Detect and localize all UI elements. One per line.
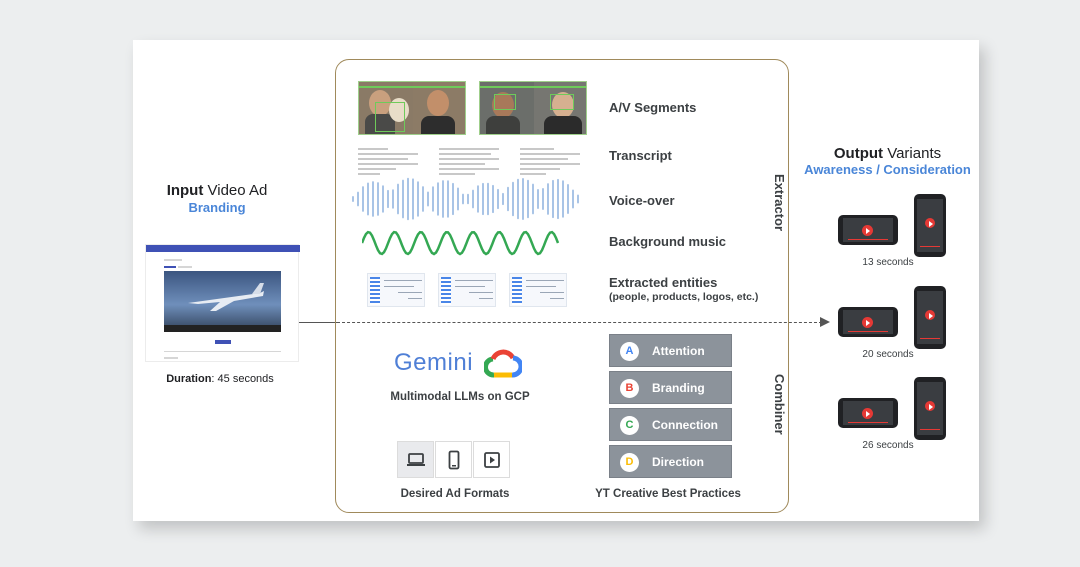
best-practice-label: Branding: [652, 381, 705, 395]
airplane-video-frame: [164, 271, 281, 332]
flow-arrow-head: [820, 317, 830, 327]
best-practice-connection: C Connection: [609, 408, 732, 441]
landscape-phone-icon: [838, 307, 898, 337]
mock-line: [164, 351, 281, 352]
best-practice-label: Connection: [652, 418, 718, 432]
phone-icon: [448, 450, 459, 469]
extractor-vertical-label: Extractor: [772, 174, 787, 232]
voice-over-label: Voice-over: [609, 193, 675, 208]
best-practice-direction: D Direction: [609, 445, 732, 478]
mock-line: [164, 357, 178, 359]
av-segments-label: A/V Segments: [609, 100, 697, 115]
av-segment-thumbnail: [479, 81, 587, 135]
output-title: Output Variants: [833, 145, 942, 162]
combiner-vertical-label: Combiner: [772, 374, 787, 435]
format-phone[interactable]: [435, 441, 472, 478]
transcript-label: Transcript: [609, 148, 672, 163]
transcript-text-block: [439, 148, 499, 178]
format-video[interactable]: [473, 441, 510, 478]
flow-arrow-line: [299, 322, 337, 323]
input-subtitle: Branding: [188, 200, 246, 215]
landscape-phone-icon: [838, 398, 898, 428]
play-square-icon: [483, 451, 500, 468]
mock-header-bar: [146, 245, 300, 252]
mock-button: [215, 340, 231, 344]
background-music-label: Background music: [609, 234, 727, 249]
transcript-text-block: [520, 148, 580, 178]
variant-duration: 20 seconds: [862, 349, 914, 360]
best-practice-letter: A: [620, 342, 639, 361]
format-laptop[interactable]: [397, 441, 434, 478]
laptop-icon: [406, 452, 425, 466]
landscape-phone-icon: [838, 215, 898, 245]
processing-panel: [335, 59, 789, 513]
variant-duration: 13 seconds: [862, 257, 914, 268]
best-practice-attention: A Attention: [609, 334, 732, 367]
google-cloud-icon: [484, 349, 522, 378]
transcript-text-block: [358, 148, 418, 178]
entity-table-thumbnail: [438, 273, 496, 307]
voice-over-waveform: [352, 177, 579, 221]
entity-table-thumbnail: [509, 273, 567, 307]
mock-line: [164, 259, 182, 261]
portrait-phone-icon: [914, 286, 946, 349]
extracted-entities-sublabel: (people, products, logos, etc.): [609, 291, 759, 303]
portrait-phone-icon: [914, 194, 946, 257]
mock-line: [178, 266, 192, 268]
entity-table-thumbnail: [367, 273, 425, 307]
input-duration: Duration: 45 seconds: [166, 373, 274, 385]
llm-caption: Multimodal LLMs on GCP: [390, 391, 530, 403]
output-subtitle: Awareness / Consideration: [804, 162, 971, 177]
portrait-phone-icon: [914, 377, 946, 440]
best-practice-branding: B Branding: [609, 371, 732, 404]
formats-caption: Desired Ad Formats: [400, 488, 510, 500]
best-practice-label: Attention: [652, 344, 705, 358]
best-practice-letter: C: [620, 416, 639, 435]
extracted-entities-label: Extracted entities: [609, 275, 718, 290]
av-segment-thumbnail: [358, 81, 466, 135]
best-practice-letter: B: [620, 379, 639, 398]
input-title: Input Video Ad: [166, 182, 268, 199]
best-practices-caption: YT Creative Best Practices: [595, 488, 741, 500]
background-music-wave: [362, 230, 560, 256]
flow-arrow-dashed-line: [337, 322, 822, 323]
best-practice-letter: D: [620, 453, 639, 472]
best-practice-label: Direction: [652, 455, 705, 469]
variant-duration: 26 seconds: [862, 440, 914, 451]
input-video-page-thumbnail: [145, 244, 300, 362]
mock-line: [164, 266, 176, 268]
gemini-wordmark: Gemini: [394, 349, 474, 376]
